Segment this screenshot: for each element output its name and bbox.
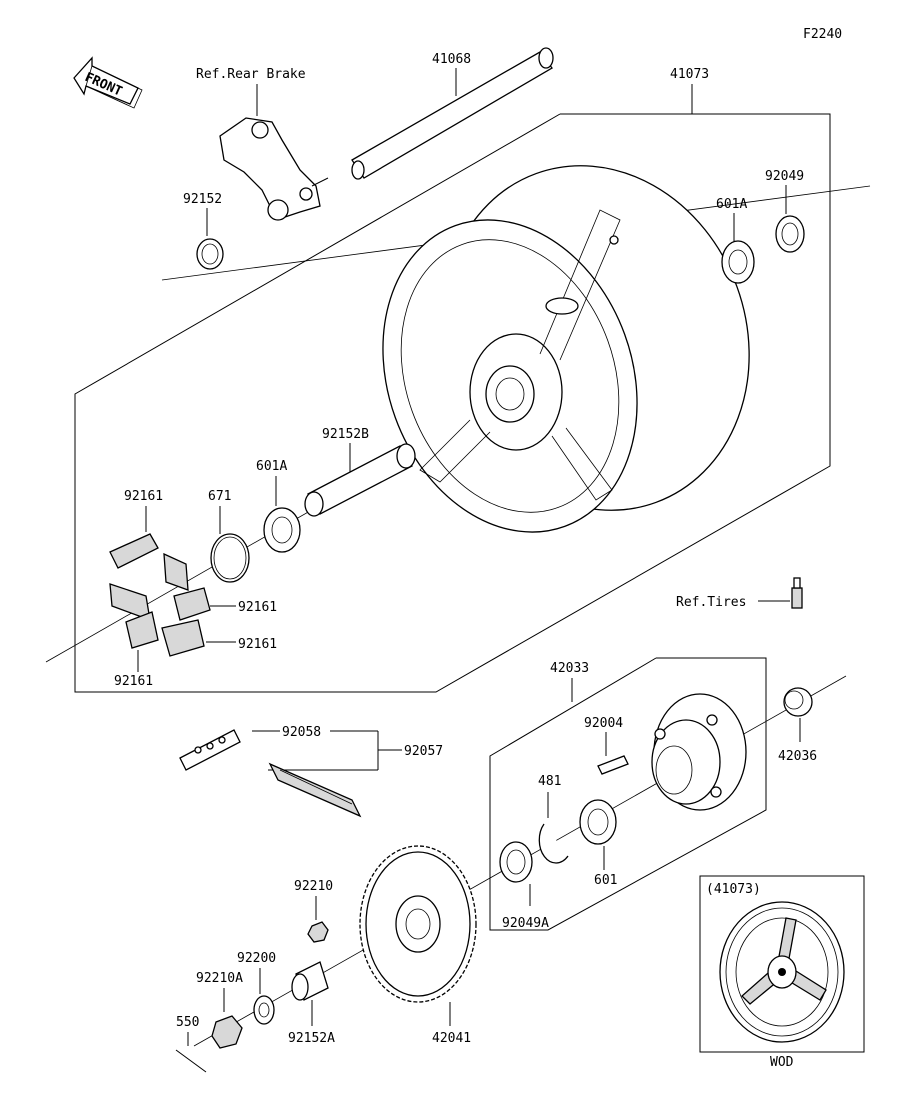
o-ring-671 (210, 533, 250, 583)
part-41068-label: 41068 (432, 52, 471, 67)
part-92004-label: 92004 (584, 716, 623, 731)
part-481-label: 481 (538, 774, 561, 789)
circlip-481 (538, 823, 569, 864)
collar-92152 (196, 238, 224, 270)
cotter-pin-550 (175, 1049, 207, 1073)
inset-caption: WOD (770, 1055, 794, 1070)
part-550-label: 550 (176, 1015, 199, 1030)
ref-tires-label: Ref.Tires (676, 595, 746, 610)
chain-joint-92058 (179, 729, 241, 771)
part-92161-d-label: 92161 (114, 674, 153, 689)
part-42041-label: 42041 (432, 1031, 471, 1046)
part-92049a-label: 92049A (502, 916, 549, 931)
part-92210-label: 92210 (294, 879, 333, 894)
hub-group-outline (489, 657, 767, 931)
part-601a-top-label: 601A (716, 197, 747, 212)
part-92200-label: 92200 (237, 951, 276, 966)
wheel-group-outline (74, 113, 831, 693)
axle-shaft (351, 47, 554, 180)
bearing-601 (579, 799, 617, 845)
front-arrow-icon: FRONT (73, 56, 143, 109)
part-92152-label: 92152 (183, 192, 222, 207)
bearing-601a-top (721, 240, 755, 284)
part-41073-label: 41073 (670, 67, 709, 82)
collar-42036 (783, 687, 813, 717)
collar-92152a (291, 961, 329, 1001)
part-92152a-label: 92152A (288, 1031, 335, 1046)
washer-92200 (253, 995, 275, 1025)
tire-valve-icon (791, 577, 803, 609)
collar-92152b (304, 443, 416, 517)
inset-panel: (41073) WOD (699, 875, 865, 1070)
part-92210a-label: 92210A (196, 971, 243, 986)
drive-chain-92057 (268, 762, 362, 818)
part-42033-label: 42033 (550, 661, 589, 676)
part-601a-mid-label: 601A (256, 459, 287, 474)
ref-rear-brake-label: Ref.Rear Brake (196, 67, 306, 82)
part-92057-label: 92057 (404, 744, 443, 759)
rear-sprocket-42041 (359, 845, 477, 1003)
seal-92049a (499, 841, 533, 883)
part-92161-b-label: 92161 (238, 600, 277, 615)
inset-title: (41073) (706, 882, 761, 897)
part-42036-label: 42036 (778, 749, 817, 764)
seal-92049 (775, 215, 805, 253)
castle-nut-92210a (211, 1015, 243, 1049)
damper-set-92161 (109, 533, 211, 657)
part-92152b-label: 92152B (322, 427, 369, 442)
sprocket-coupling-hub (651, 693, 747, 811)
part-92049-label: 92049 (765, 169, 804, 184)
stud-92004 (597, 755, 629, 775)
rear-wheel (382, 165, 750, 533)
part-671-label: 671 (208, 489, 231, 504)
nut-92210 (307, 921, 329, 943)
brake-caliper-bracket (219, 117, 329, 221)
part-92058-label: 92058 (282, 725, 321, 740)
figure-code: F2240 (803, 27, 842, 42)
part-92161-c-label: 92161 (238, 637, 277, 652)
part-601-label: 601 (594, 873, 617, 888)
wheel-thumbnail (719, 901, 845, 1043)
part-92161-a-label: 92161 (124, 489, 163, 504)
bearing-601a-mid (263, 507, 301, 553)
